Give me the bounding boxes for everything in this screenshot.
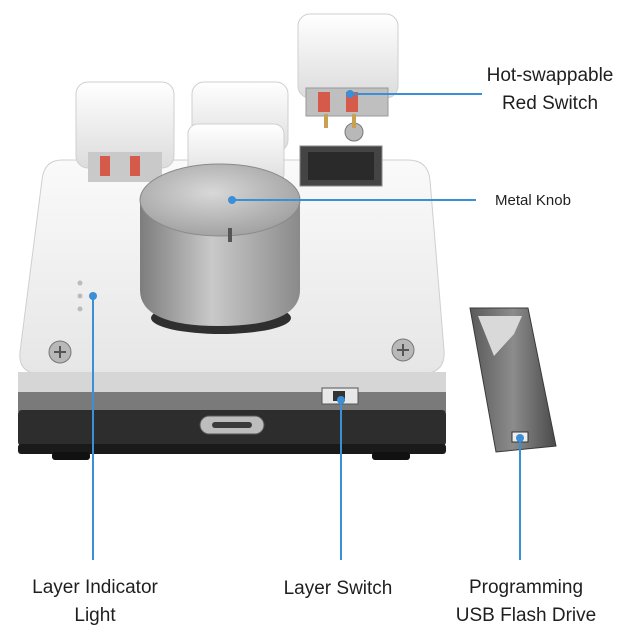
screw-icon <box>391 338 415 362</box>
layer-indicator-leds <box>77 280 83 312</box>
metal-knob-label-line1: Metal Knob <box>495 192 571 209</box>
keycap <box>75 81 175 182</box>
layer-indicator-label: Layer Indicator Light <box>20 574 170 630</box>
usb-drive-label-line1: Programming <box>468 577 584 598</box>
usb-drive-label: Programming USB Flash Drive <box>446 574 606 630</box>
layer-switch-label: Layer Switch <box>268 575 408 603</box>
usb-flash-drive <box>469 307 557 453</box>
callout-lines <box>89 90 524 560</box>
hot-swap-label-line2: Red Switch <box>501 93 599 114</box>
hot-swap-label-line1: Hot-swappable <box>486 65 614 86</box>
hot-swap-label: Hot-swappable Red Switch <box>462 62 638 118</box>
metal-knob <box>139 163 301 334</box>
screw-icon <box>48 340 72 364</box>
usb-drive-label-line2: USB Flash Drive <box>455 605 597 626</box>
hot-swappable-key <box>297 13 399 128</box>
layer-indicator-label-line1: Layer Indicator <box>32 577 158 598</box>
layer-switch-label-line1: Layer Switch <box>283 578 393 599</box>
layer-indicator-label-line2: Light <box>74 605 116 626</box>
metal-knob-label: Metal Knob <box>478 189 588 213</box>
